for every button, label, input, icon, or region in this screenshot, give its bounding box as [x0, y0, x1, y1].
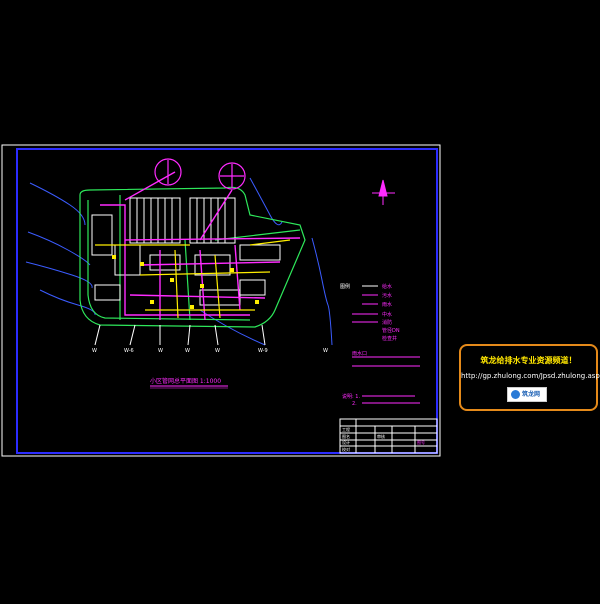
detail-circles: [154, 158, 246, 190]
legend-item: 消防: [382, 319, 392, 326]
sheet-outer-border: [1, 144, 441, 457]
legend-item: 中水: [382, 311, 392, 318]
legend-title: 图例: [340, 283, 350, 290]
logo-text: 筑龙网: [522, 391, 541, 398]
title-block-row: 工程: [342, 426, 350, 432]
title-block: [339, 418, 438, 454]
logo-icon: [511, 390, 520, 399]
pipe-network-yellow: [95, 239, 291, 319]
zhulong-logo: 筑龙网: [507, 387, 547, 402]
watermark-title: 筑龙给排水专业资源频道！: [480, 356, 577, 365]
bottom-labels: W W-6 W W W W-9 W: [92, 348, 328, 354]
title-block-text: 工程 图名 设计 校对 审核 图号: [342, 426, 425, 452]
note-line: 说明: 1.: [342, 393, 360, 400]
bottom-label: W: [92, 348, 97, 354]
drawing-title: 小区管网总平面图 1:1000: [150, 377, 221, 385]
bottom-leader-lines: [94, 324, 266, 346]
contour-lines: [25, 177, 333, 346]
pipe-network-magenta: [100, 171, 301, 321]
drawing-number: 图号: [417, 439, 425, 445]
notes: 说明: 1. 2.: [342, 393, 420, 407]
watermark-url[interactable]: http://gp.zhulong.com/Jpsd.zhulong.asp: [461, 372, 600, 380]
watermark-badge[interactable]: 筑龙给排水专业资源频道！ http://gp.zhulong.com/Jpsd.…: [459, 344, 600, 411]
legend-extra: 雨水口: [352, 350, 367, 357]
title-block-row: 设计: [342, 439, 350, 445]
legend-item: 雨水: [382, 301, 392, 308]
buildings: [91, 214, 281, 306]
north-arrow: [372, 179, 395, 205]
bottom-label: W: [323, 348, 328, 354]
drawing-title-group: 小区管网总平面图 1:1000: [150, 377, 228, 389]
manholes: [112, 255, 259, 309]
sheet-inner-frame: [16, 148, 438, 454]
legend-item: 污水: [382, 292, 392, 299]
bottom-label: W: [215, 348, 220, 354]
title-block-row: 审核: [377, 433, 385, 439]
legend: 图例 给水 污水 雨水 中水 消防 管径DN 检查井 雨水口: [340, 283, 420, 367]
bottom-label: W: [185, 348, 190, 354]
bottom-label: W-6: [124, 348, 134, 354]
bottom-label: W-9: [258, 348, 268, 354]
title-block-row: 校对: [342, 446, 350, 452]
legend-extra: 检查井: [382, 335, 397, 342]
legend-extra: 管径DN: [382, 327, 400, 334]
title-block-row: 图名: [342, 433, 350, 439]
bottom-label: W: [158, 348, 163, 354]
legend-item: 给水: [382, 283, 392, 290]
parking-grid: [129, 197, 236, 244]
note-line: 2.: [352, 401, 357, 407]
